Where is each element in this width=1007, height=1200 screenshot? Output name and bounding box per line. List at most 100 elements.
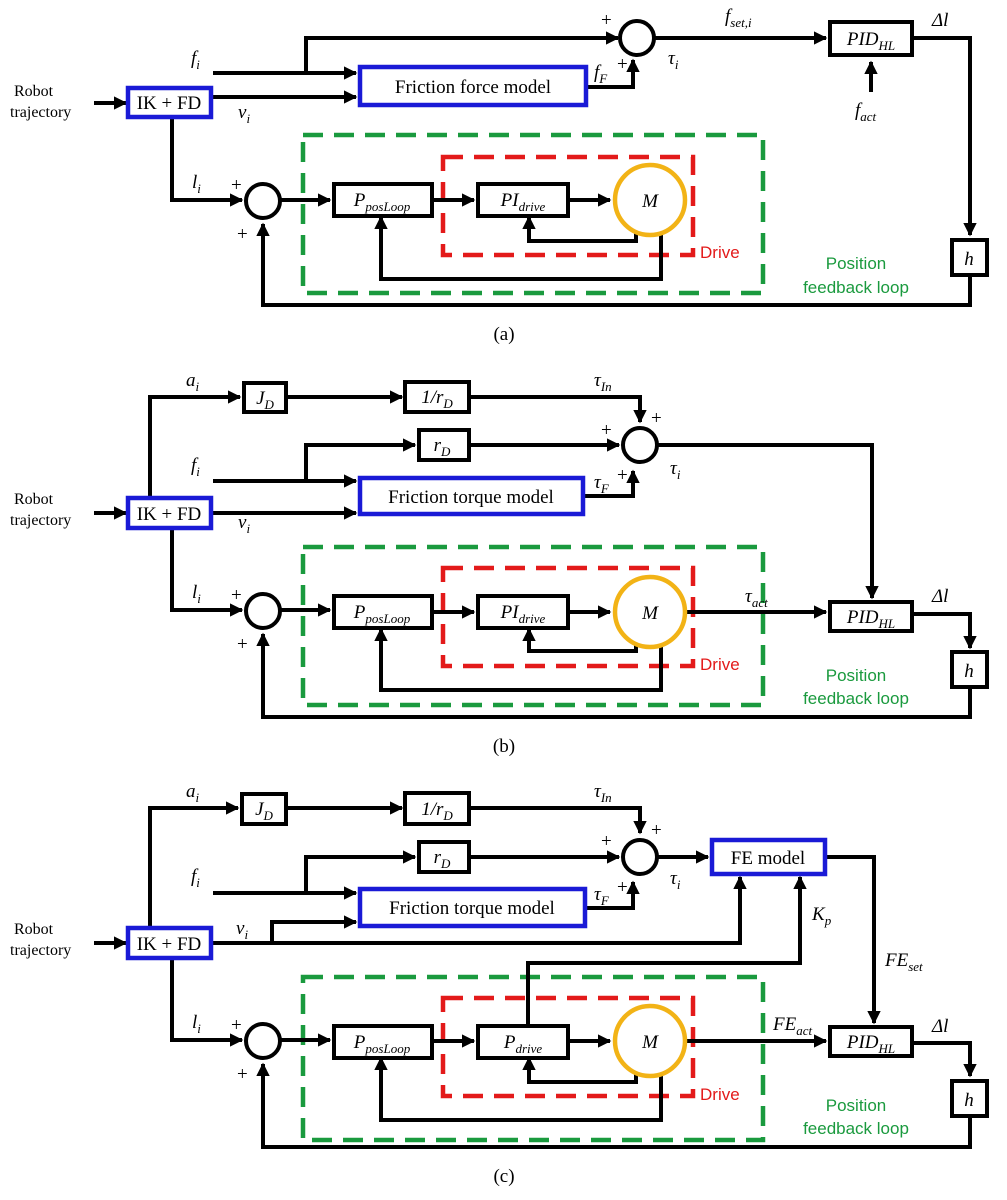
fe-set-label: FEset xyxy=(884,950,923,974)
delta-l-label: Δl xyxy=(931,1016,948,1037)
position-loop-label-1: Position xyxy=(826,666,886,685)
pi-drive-label: PIdrive xyxy=(500,190,546,214)
robot-trajectory-label-2: trajectory xyxy=(10,104,71,121)
l-i-label: li xyxy=(192,1012,201,1036)
summing-junction-position xyxy=(244,182,282,220)
motor-label: M xyxy=(641,603,659,624)
jd-block xyxy=(240,792,288,826)
plus-sign: + xyxy=(617,877,628,898)
plus-sign: + xyxy=(237,224,248,245)
f-set-label: fset,i xyxy=(725,6,752,30)
caption-c: (c) xyxy=(493,1166,514,1187)
drive-boundary xyxy=(440,565,696,669)
pid-hl-block xyxy=(828,20,914,57)
motor xyxy=(612,1003,688,1079)
pid-hl-label: PIDHL xyxy=(846,29,895,53)
inverse-rd-label: 1/rD xyxy=(421,799,453,823)
rd-block xyxy=(417,428,471,462)
tau-in-label: τIn xyxy=(594,370,612,394)
drive-label: Drive xyxy=(700,1085,740,1104)
robot-trajectory-label-2: trajectory xyxy=(10,512,71,529)
v-i-label: vi xyxy=(236,918,248,942)
summing-junction-tau xyxy=(618,19,656,57)
h-block xyxy=(950,1079,989,1118)
tau-in-label: τIn xyxy=(594,781,612,805)
pos-loop-block xyxy=(332,594,434,630)
position-feedback-loop-boundary xyxy=(300,544,766,708)
jd-label: JD xyxy=(256,388,274,412)
h-block xyxy=(950,650,989,689)
plus-sign: + xyxy=(231,1015,242,1036)
position-loop-label-2: feedback loop xyxy=(803,278,909,297)
friction-torque-model-label: Friction torque model xyxy=(389,898,555,919)
summing-junction-position xyxy=(244,592,282,630)
panel-c: IK + FD JD 1/rD rD Friction torque model… xyxy=(10,781,989,1187)
f-F-label: fF xyxy=(594,62,608,86)
tau-F-label: τF xyxy=(594,472,610,496)
l-i-label: li xyxy=(192,582,201,606)
rd-block xyxy=(417,840,471,874)
rd-label: rD xyxy=(434,847,451,871)
plus-sign: + xyxy=(231,585,242,606)
tau-i-label: τi xyxy=(670,458,681,482)
pos-loop-block xyxy=(332,182,434,218)
friction-torque-model-block xyxy=(357,475,586,517)
h-label: h xyxy=(964,249,974,270)
drive-boundary xyxy=(440,995,696,1099)
position-loop-label-1: Position xyxy=(826,1096,886,1115)
summing-junction-tau xyxy=(621,426,659,464)
tau-i-label: τi xyxy=(670,868,681,892)
delta-l-label: Δl xyxy=(931,10,948,31)
k-p-label: Kp xyxy=(811,904,832,928)
p-drive-label: Pdrive xyxy=(503,1032,543,1056)
panel-a: IK + FD Friction force model PIDHL PposL… xyxy=(10,6,989,345)
robot-trajectory-label-1: Robot xyxy=(14,83,54,100)
plus-sign: + xyxy=(617,54,628,75)
summing-junction-position xyxy=(244,1022,282,1060)
friction-force-model-label: Friction force model xyxy=(395,77,551,98)
pi-drive-block xyxy=(476,594,570,630)
fe-model-label: FE model xyxy=(731,848,805,869)
drive-boundary xyxy=(440,154,696,258)
plus-sign: + xyxy=(651,820,662,841)
friction-torque-model-block xyxy=(357,886,588,929)
f-i-label: fi xyxy=(191,866,200,890)
plus-sign: + xyxy=(601,831,612,852)
f-act-label: fact xyxy=(855,100,877,124)
jd-block xyxy=(242,381,288,414)
plus-sign: + xyxy=(651,408,662,429)
plus-sign: + xyxy=(231,175,242,196)
rd-label: rD xyxy=(434,435,451,459)
position-feedback-loop-boundary xyxy=(300,974,766,1143)
pid-hl-label: PIDHL xyxy=(846,607,895,631)
caption-a: (a) xyxy=(493,324,514,345)
plus-sign: + xyxy=(617,465,628,486)
motor xyxy=(612,574,688,650)
pos-loop-label: PposLoop xyxy=(353,190,411,214)
summing-junction-tau xyxy=(621,838,659,876)
position-loop-label-2: feedback loop xyxy=(803,1119,909,1138)
inverse-rd-block xyxy=(403,380,471,414)
plus-sign: + xyxy=(237,1064,248,1085)
a-i-label: ai xyxy=(186,781,200,805)
plus-sign: + xyxy=(601,10,612,31)
ik-fd-block xyxy=(125,495,214,531)
ik-fd-block xyxy=(125,85,214,120)
f-i-label: fi xyxy=(191,455,200,479)
ik-fd-label: IK + FD xyxy=(137,504,202,525)
ik-fd-label: IK + FD xyxy=(137,934,202,955)
h-label: h xyxy=(964,1090,974,1111)
position-feedback-loop-boundary xyxy=(300,132,766,296)
drive-label: Drive xyxy=(700,655,740,674)
robot-trajectory-label-2: trajectory xyxy=(10,942,71,959)
panel-b: IK + FD JD 1/rD rD Friction torque model… xyxy=(10,370,989,757)
friction-torque-model-label: Friction torque model xyxy=(388,487,554,508)
motor-label: M xyxy=(641,1032,659,1053)
pid-hl-block xyxy=(828,600,914,633)
v-i-label: vi xyxy=(238,512,250,536)
motor-label: M xyxy=(641,191,659,212)
ik-fd-label: IK + FD xyxy=(137,93,202,114)
jd-label: JD xyxy=(255,799,273,823)
tau-i-label: τi xyxy=(668,48,679,72)
position-loop-label-1: Position xyxy=(826,254,886,273)
